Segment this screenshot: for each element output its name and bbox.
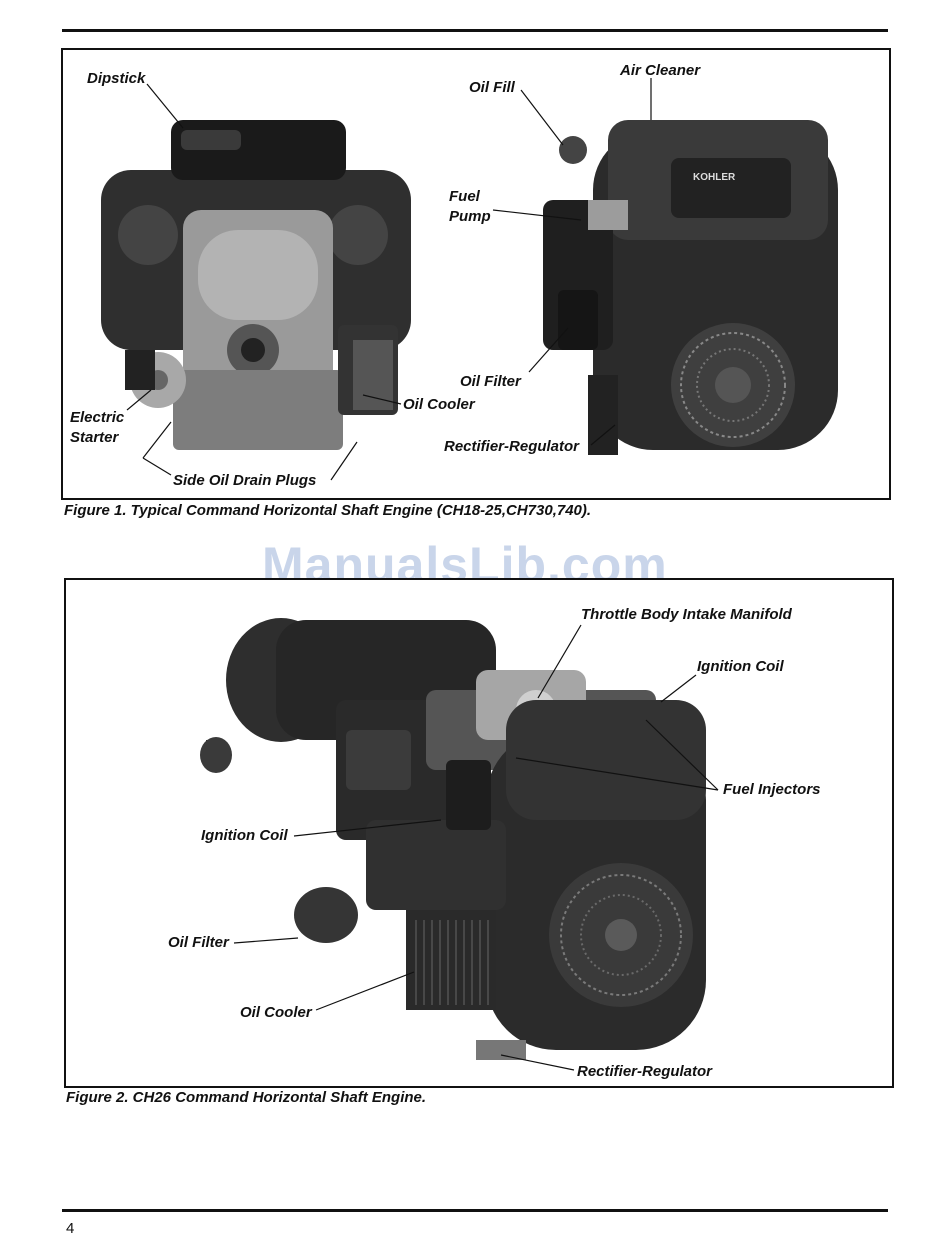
label-oil-filter: Oil Filter — [168, 934, 229, 951]
label-ignition-coil-left: Ignition Coil — [201, 827, 288, 844]
label-electric-starter-line1: Electric — [70, 409, 125, 426]
figure-2-caption: Figure 2. CH26 Command Horizontal Shaft … — [66, 1089, 427, 1106]
label-side-oil-drain-plugs: Side Oil Drain Plugs — [173, 472, 317, 489]
label-dipstick: Dipstick — [87, 70, 146, 87]
engine-ch26-image — [200, 618, 706, 1060]
figure-1-leader-lines — [126, 78, 652, 481]
label-oil-cooler: Oil Cooler — [240, 1004, 312, 1021]
figure-1-illustration: KOHLER — [101, 78, 838, 481]
label-oil-fill: Oil Fill — [469, 79, 515, 96]
label-fuel-injectors: Fuel Injectors — [723, 781, 821, 798]
brand-text: KOHLER — [693, 172, 736, 183]
label-ignition-coil-top: Ignition Coil — [697, 658, 784, 675]
label-rectifier-regulator: Rectifier-Regulator — [577, 1063, 713, 1080]
figure-1-caption: Figure 1. Typical Command Horizontal Sha… — [64, 502, 592, 519]
label-throttle-body-intake-manifold: Throttle Body Intake Manifold — [581, 606, 792, 623]
page-number: 4 — [66, 1220, 75, 1237]
engine-side-view-image: KOHLER — [543, 120, 838, 455]
label-air-cleaner: Air Cleaner — [620, 62, 701, 79]
figure-2-illustration — [200, 618, 719, 1071]
figure-2-frame: Throttle Body Intake Manifold Ignition C… — [64, 578, 894, 1088]
label-rectifier-regulator: Rectifier-Regulator — [444, 438, 580, 455]
label-oil-cooler: Oil Cooler — [403, 396, 475, 413]
label-oil-filter: Oil Filter — [460, 373, 521, 390]
bottom-rule — [62, 1209, 888, 1212]
label-electric-starter-line2: Starter — [70, 429, 119, 446]
label-fuel-pump-line2: Pump — [449, 208, 491, 225]
label-fuel-pump-line1: Fuel — [449, 188, 480, 205]
engine-front-view-image — [101, 120, 411, 450]
figure-1-frame: KOHLER Dipstick Oil Fill Air Cl — [61, 48, 891, 500]
figure-2-leader-lines — [233, 624, 719, 1071]
top-rule — [62, 29, 888, 32]
